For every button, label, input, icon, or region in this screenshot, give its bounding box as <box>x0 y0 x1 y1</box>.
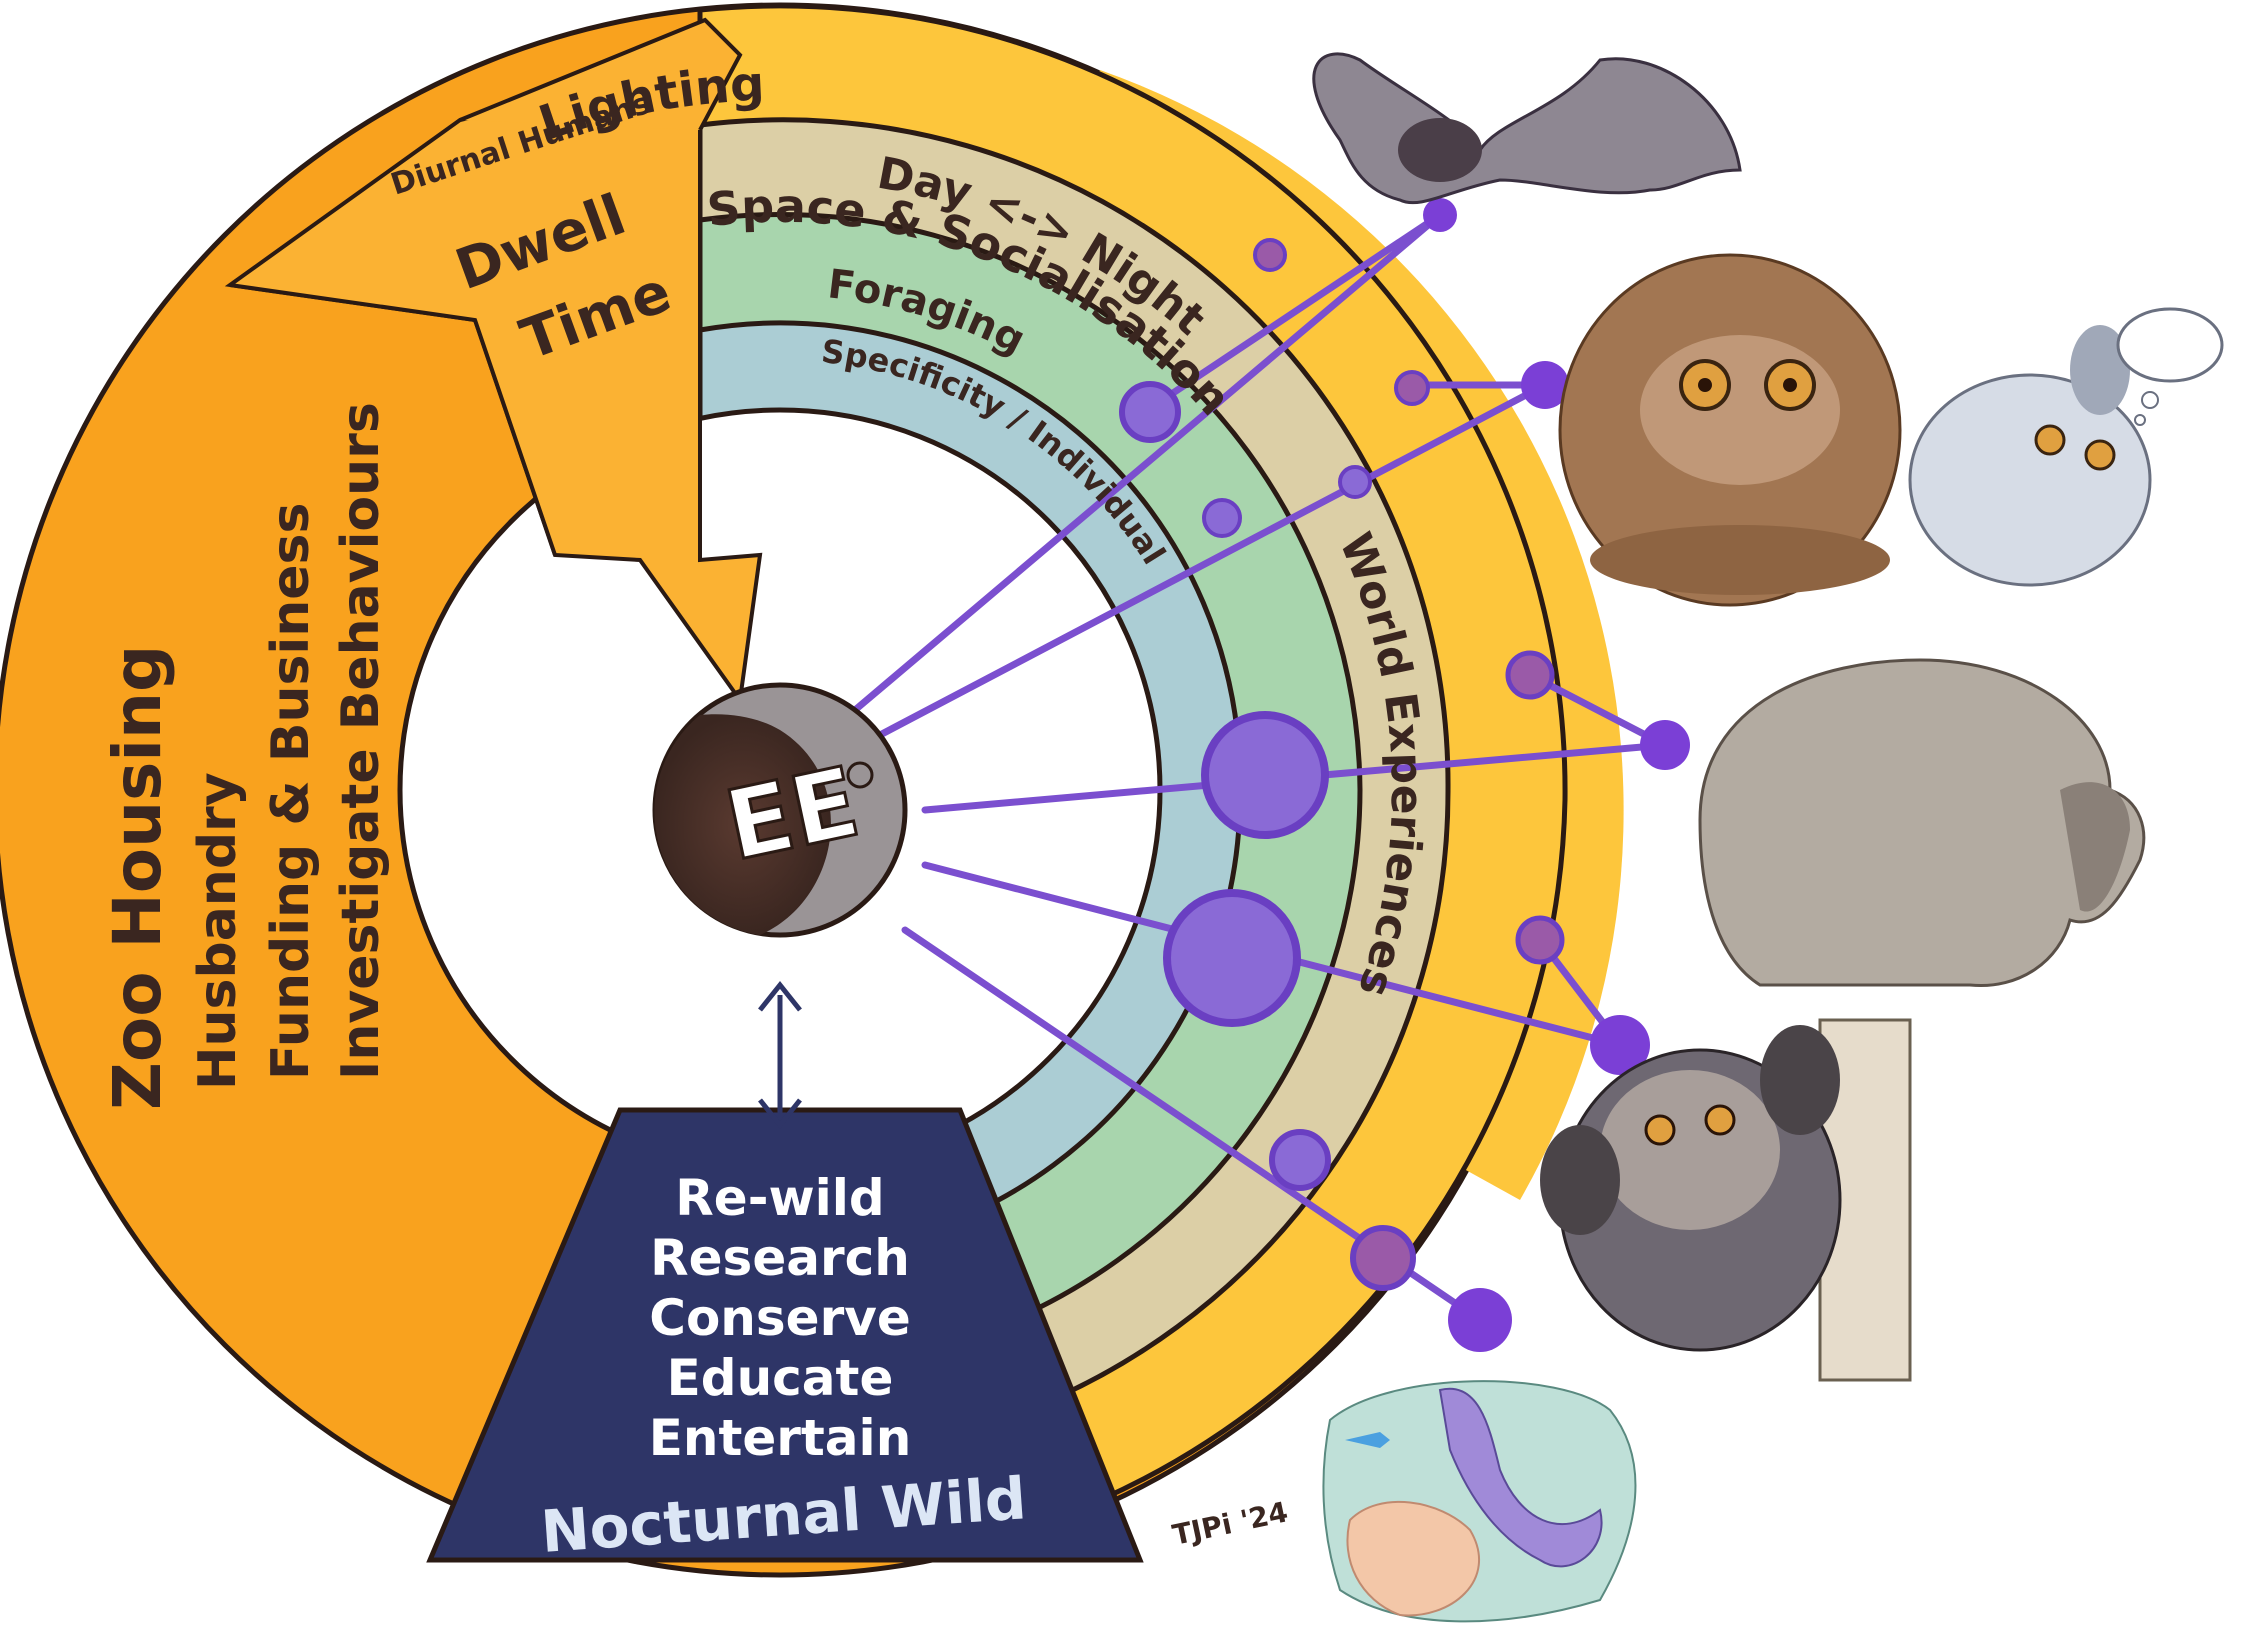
dwell-time-arrow <box>224 17 763 706</box>
node-end-loris <box>1521 361 1569 409</box>
nocturnal-wild-box <box>426 1107 1144 1563</box>
node-end-ayeaye <box>1590 1015 1650 1075</box>
thought-bubble-icon <box>2116 307 2224 383</box>
bushbaby-icon <box>1908 307 2224 587</box>
armadillo-icon <box>1698 658 2146 988</box>
ee-label: EE <box>716 746 868 883</box>
coral-reef-icon <box>1322 1380 1637 1623</box>
left-band-labels: Zoo Housing Husbandry Funding & Business… <box>99 402 391 1110</box>
moon-crater-icon <box>846 761 874 789</box>
node-end-bat <box>1423 198 1457 232</box>
conserve-label: Conserve <box>649 1289 910 1347</box>
node-foraging-reef <box>1269 1129 1331 1191</box>
double-arrow <box>758 980 802 1130</box>
investigate-behaviours-label: Investigate Behaviours <box>331 402 391 1080</box>
zoo-housing-title: Zoo Housing <box>99 645 176 1110</box>
node-foraging-loris <box>1202 498 1242 538</box>
node-space-loris <box>1338 465 1372 499</box>
node-end-reef <box>1448 1288 1512 1352</box>
entertain-label: Entertain <box>649 1409 912 1467</box>
wild-box-items: Re-wild Research Conserve Educate Entert… <box>649 1169 912 1467</box>
node-end-armadillo <box>1640 720 1690 770</box>
husbandry-label: Husbandry <box>188 772 248 1090</box>
rewild-label: Re-wild <box>675 1169 884 1227</box>
artist-signature: TJPi '24 <box>1170 1495 1291 1552</box>
bat-icon <box>1312 52 1742 205</box>
funding-business-label: Funding & Business <box>261 503 321 1080</box>
educate-label: Educate <box>667 1349 894 1407</box>
node-world-loris <box>1394 370 1430 406</box>
node-world-ayeaye <box>1515 915 1565 965</box>
node-specificity-bat <box>1119 381 1181 443</box>
center-ee-disk <box>652 682 908 938</box>
node-space-reef <box>1350 1225 1416 1291</box>
node-spec-armadillo <box>1201 711 1329 839</box>
research-label: Research <box>650 1229 910 1287</box>
node-world-armadillo <box>1505 650 1555 700</box>
connector-nodes <box>1119 198 1690 1352</box>
node-world-bat <box>1253 238 1287 272</box>
slow-loris-icon <box>1558 253 1902 607</box>
aye-aye-icon <box>1540 1018 1912 1382</box>
node-spec-ayeaye <box>1163 889 1301 1027</box>
